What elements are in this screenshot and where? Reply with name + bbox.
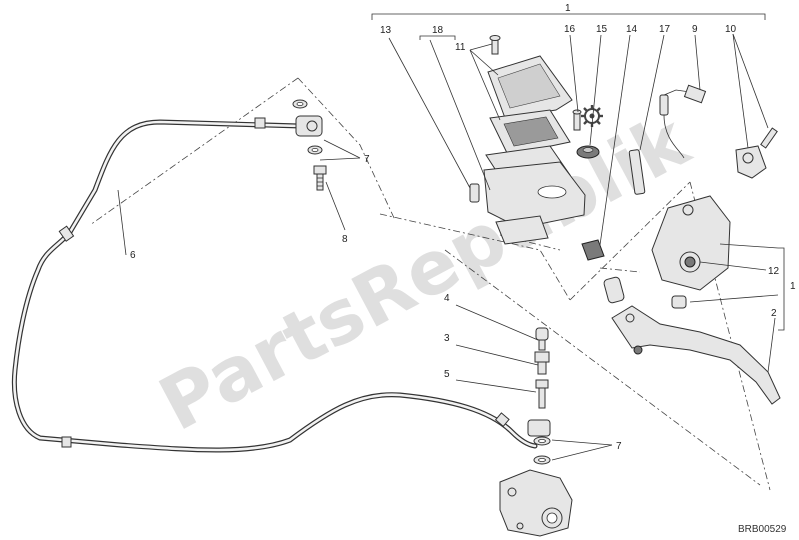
clutch-lever [611,305,781,405]
assembly-guide-lines [89,77,771,491]
watermark: PartsRepublik [146,97,703,448]
upper-banjo-parts [292,99,327,191]
lever-bushing [603,276,625,304]
callout-10: 10 [725,24,737,35]
callout-5: 5 [444,369,450,380]
callout-2: 2 [771,308,777,319]
callout-1-top: 1 [565,3,571,14]
reservoir-assembly [469,35,605,261]
callout-8: 8 [342,234,348,245]
callout-3: 3 [444,333,450,344]
callout-1-right: 1 [790,281,796,292]
callout-11: 11 [455,42,466,53]
lower-banjo-parts [527,327,551,465]
pushrod-pin [628,149,646,195]
drawing-code: BRB00529 [738,524,787,535]
callout-18: 18 [432,25,444,36]
slave-cylinder [499,469,573,537]
callout-7-lower: 7 [616,441,622,452]
right-bracket [778,247,785,331]
callout-12: 12 [768,266,780,277]
callout-16: 16 [564,24,576,35]
callout-15: 15 [596,24,608,35]
callout-7-upper: 7 [364,154,370,165]
callouts: 1 18 13 11 16 15 14 17 9 10 7 6 8 4 3 5 … [130,3,796,452]
top-bracket [371,13,766,40]
clutch-hose [11,115,538,453]
master-cylinder-body [651,195,731,309]
leader-lines [117,33,779,461]
callout-13: 13 [380,25,392,36]
callout-17: 17 [659,24,671,35]
handlebar-clamp [735,127,778,179]
callout-6: 6 [130,250,136,261]
callout-9: 9 [692,24,698,35]
callout-14: 14 [626,24,638,35]
callout-4: 4 [444,293,450,304]
